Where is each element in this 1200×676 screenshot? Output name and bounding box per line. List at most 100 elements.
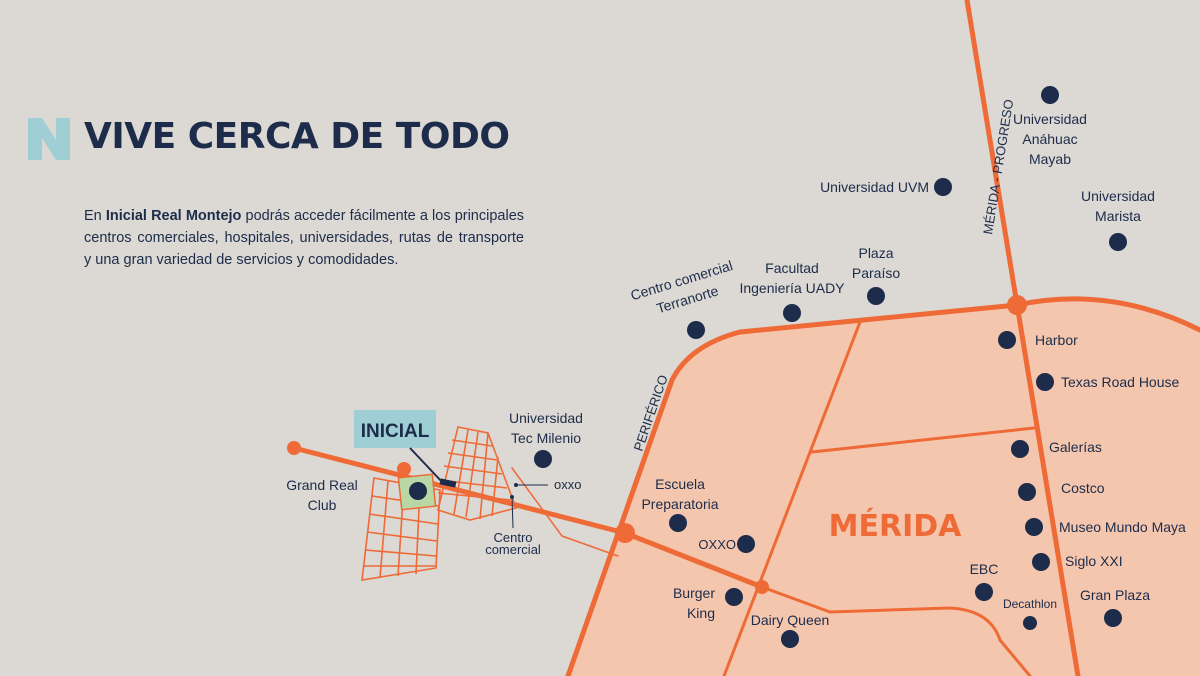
poi-label-costco: Costco <box>1061 480 1105 496</box>
poi-marker-marista <box>1109 233 1127 251</box>
description-prefix: En <box>84 208 106 224</box>
poi-marker-oxxo-1 <box>737 535 755 553</box>
centro-point <box>510 495 514 499</box>
inicial-label: INICIAL <box>361 421 430 442</box>
poi-label-uvm: Universidad UVM <box>820 179 929 195</box>
poi-ebc: EBC <box>970 561 999 601</box>
poi-label-line: oxxo <box>554 477 581 492</box>
city-label: MÉRIDA <box>829 508 963 544</box>
poi-marker-ebc <box>975 583 993 601</box>
poi-label-line: Galerías <box>1049 439 1102 455</box>
poi-galerias: Galerías <box>1011 439 1102 458</box>
poi-label-oxxo-1: OXXO <box>698 537 736 552</box>
junction-highway-club <box>397 462 411 476</box>
poi-label-line: Gran Plaza <box>1080 587 1150 603</box>
oxxo-point <box>514 483 518 487</box>
poi-label-line: Preparatoria <box>641 496 718 512</box>
poi-label-oxxo-2: oxxo <box>554 477 581 492</box>
poi-label-line: Mayab <box>1029 151 1071 167</box>
poi-texas: Texas Road House <box>1036 373 1180 391</box>
poi-marker-siglo <box>1032 553 1050 571</box>
poi-oxxo-2: oxxo <box>554 477 581 492</box>
poi-label-line: Escuela <box>655 476 705 492</box>
poi-marker-terranorte <box>687 321 705 339</box>
poi-dairy: Dairy Queen <box>751 612 829 648</box>
poi-marker-plaza-paraiso <box>867 287 885 305</box>
poi-terranorte: Centro comercialTerranorte <box>629 257 741 339</box>
poi-label-line: Universidad <box>1013 111 1087 127</box>
poi-label-line: Centro <box>493 530 532 545</box>
poi-marker-grand-real <box>409 482 427 500</box>
poi-label-line: Siglo XXI <box>1065 553 1123 569</box>
poi-marker-burger <box>725 588 743 606</box>
poi-label-museo: Museo Mundo Maya <box>1059 519 1186 535</box>
poi-marker-tec <box>534 450 552 468</box>
poi-label-gran-plaza: Gran Plaza <box>1080 587 1150 603</box>
poi-label-line: Ingeniería UADY <box>739 280 845 296</box>
inicial-pointer <box>409 447 444 484</box>
inicial-badge <box>354 410 436 448</box>
poi-label-line: OXXO <box>698 537 736 552</box>
poi-label-line: Marista <box>1095 208 1141 224</box>
poi-label-line: Paraíso <box>852 265 900 281</box>
poi-label-decathlon: Decathlon <box>1003 597 1057 611</box>
poi-marker-dairy <box>781 630 799 648</box>
city-road-north-south <box>722 320 862 676</box>
poi-label-line: Burger <box>673 585 715 601</box>
junction-progreso <box>1007 295 1027 315</box>
poi-label-line: Club <box>308 497 337 513</box>
n-logo-icon <box>28 118 70 160</box>
junction-highway-west-end <box>287 441 301 455</box>
poi-marker-museo <box>1025 518 1043 536</box>
poi-gran-plaza: Gran Plaza <box>1080 587 1150 627</box>
poi-label-line: Museo Mundo Maya <box>1059 519 1186 535</box>
city-road-south <box>760 585 1032 676</box>
description-highlight: Inicial Real Montejo <box>105 208 242 224</box>
inicial-connector-road <box>511 467 619 557</box>
merida-progreso-road <box>964 0 1081 676</box>
poi-label-line: Texas Road House <box>1061 374 1180 390</box>
poi-label-harbor: Harbor <box>1035 332 1078 348</box>
poi-marker-decathlon <box>1023 616 1037 630</box>
poi-label-texas: Texas Road House <box>1061 374 1180 390</box>
poi-marker-harbor <box>998 331 1016 349</box>
poi-label-line: Grand Real <box>286 477 358 493</box>
poi-label-line: King <box>687 605 715 621</box>
poi-label-galerias: Galerías <box>1049 439 1102 455</box>
inicial-site-marker <box>439 478 457 488</box>
poi-oxxo-1: OXXO <box>698 535 755 553</box>
poi-label-siglo: Siglo XXI <box>1065 553 1123 569</box>
poi-label-ebc: EBC <box>970 561 999 577</box>
centro-pointer <box>511 496 514 529</box>
poi-label-line: Anáhuac <box>1022 131 1077 147</box>
poi-marker-galerias <box>1011 440 1029 458</box>
poi-label-line: EBC <box>970 561 999 577</box>
poi-label-terranorte: Centro comercialTerranorte <box>629 257 741 322</box>
poi-marker-uady <box>783 304 801 322</box>
poi-marker-texas <box>1036 373 1054 391</box>
poi-label-line: Universidad <box>509 410 583 426</box>
description-text: En Inicial Real Montejo podrás acceder f… <box>84 205 524 271</box>
poi-marker-anahuac <box>1041 86 1059 104</box>
poi-uvm: Universidad UVM <box>820 178 952 196</box>
description-rest: podrás acceder fácilmente a los principa… <box>84 208 525 268</box>
poi-label-line: Harbor <box>1035 332 1078 348</box>
junction-periferico <box>615 523 635 543</box>
city-road-east-west <box>810 426 1036 454</box>
poi-label-line: Universidad UVM <box>820 179 929 195</box>
poi-marker-gran-plaza <box>1104 609 1122 627</box>
poi-marker-costco <box>1018 483 1036 501</box>
